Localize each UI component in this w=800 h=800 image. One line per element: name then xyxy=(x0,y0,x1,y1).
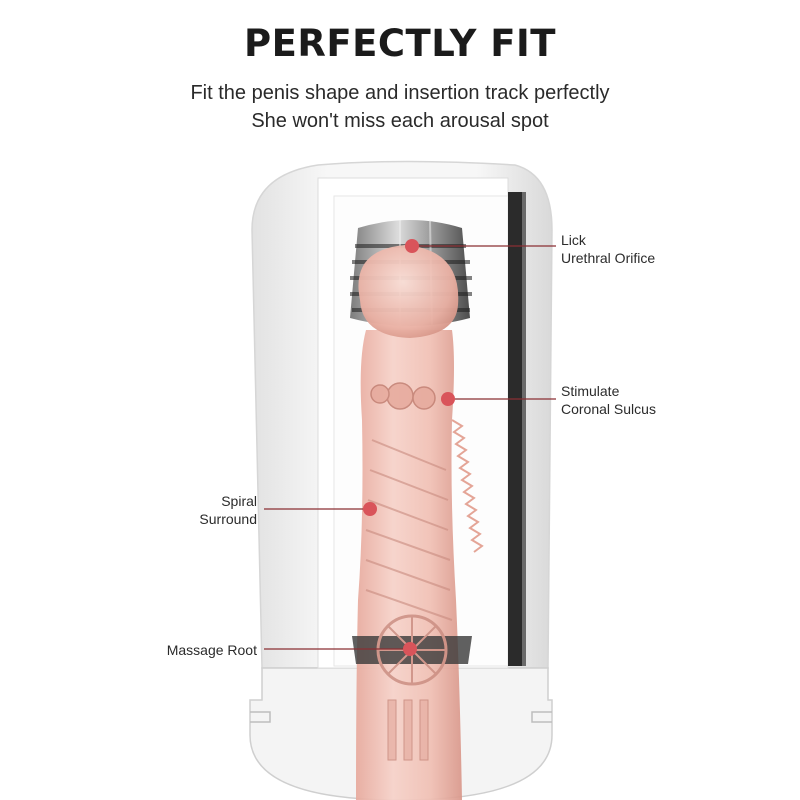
callout-stimulate-line1: Stimulate xyxy=(561,383,620,399)
subtitle-line-2: She won't miss each arousal spot xyxy=(251,110,549,132)
callout-spiral: Spiral Surround xyxy=(199,492,257,528)
callout-lick-line2: Urethral Orifice xyxy=(561,250,656,266)
inner-shape xyxy=(352,245,484,800)
marker-lick xyxy=(405,239,419,253)
subtitle-line-1: Fit the penis shape and insertion track … xyxy=(190,82,610,104)
callout-spiral-line2: Surround xyxy=(199,511,257,527)
callout-lick-line1: Lick xyxy=(561,232,586,248)
callout-lick: Lick Urethral Orifice xyxy=(561,231,655,267)
callout-markers xyxy=(363,239,455,656)
page-title: PERFECTLY FIT xyxy=(243,22,557,65)
callout-massage: Massage Root xyxy=(167,641,257,659)
marker-massage xyxy=(403,642,417,656)
callout-leader-lines xyxy=(264,245,556,650)
callout-spiral-line1: Spiral xyxy=(221,493,257,509)
callout-massage-line1: Massage Root xyxy=(166,642,257,658)
marker-spiral xyxy=(363,502,377,516)
marker-stimulate xyxy=(441,392,455,406)
callout-stimulate: Stimulate Coronal Sulcus xyxy=(561,382,656,418)
callout-stimulate-line2: Coronal Sulcus xyxy=(561,401,656,417)
